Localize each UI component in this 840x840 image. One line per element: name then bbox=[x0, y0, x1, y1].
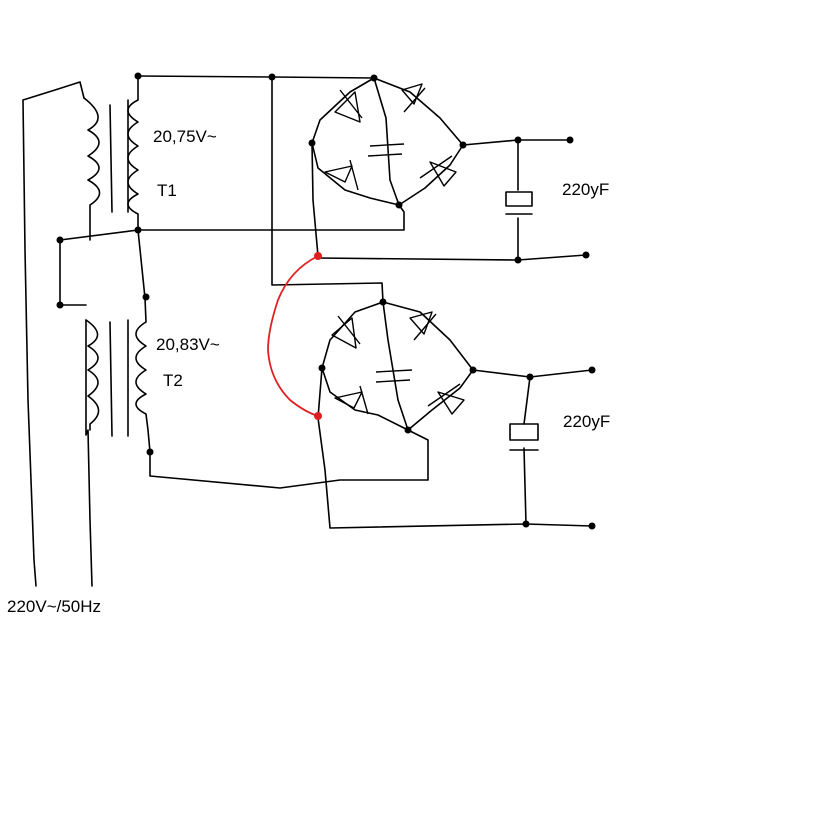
t1-voltage-label: 20,75V~ bbox=[153, 127, 217, 146]
upper-capacitor bbox=[505, 191, 533, 215]
t2-name-label: T2 bbox=[163, 371, 183, 390]
mains-wires bbox=[22, 81, 139, 587]
upper-bridge-wiring bbox=[137, 75, 587, 303]
lower-capacitor bbox=[509, 423, 539, 451]
junction-dots bbox=[56, 72, 596, 530]
lower-bridge-wiring bbox=[149, 301, 593, 529]
t1-name-label: T1 bbox=[157, 181, 177, 200]
lower-bridge-diodes bbox=[331, 311, 465, 415]
upper-bridge-diodes bbox=[324, 83, 457, 191]
lower-capacitor-label: 220yF bbox=[563, 412, 611, 431]
t2-voltage-label: 20,83V~ bbox=[156, 335, 220, 354]
t2-secondary-winding bbox=[127, 229, 151, 453]
mains-label: 220V~/50Hz bbox=[7, 597, 102, 616]
t1-secondary-winding bbox=[127, 75, 139, 231]
t2-primary-winding bbox=[85, 319, 113, 437]
t1-primary-winding bbox=[83, 97, 113, 241]
highlighted-series-link bbox=[267, 255, 319, 417]
upper-capacitor-label: 220yF bbox=[562, 180, 610, 199]
